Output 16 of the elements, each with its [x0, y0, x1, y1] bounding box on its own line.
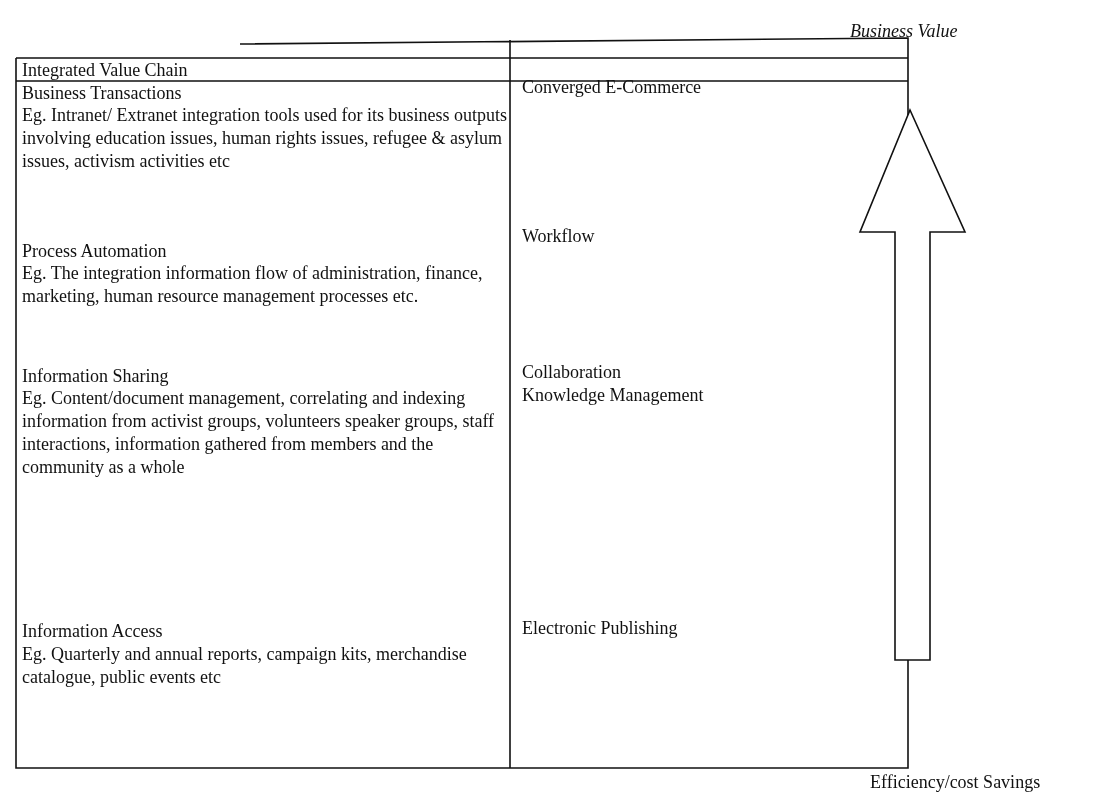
category-name: Workflow [522, 225, 596, 248]
category-heading: Information Sharing [22, 365, 170, 388]
axis-title: Efficiency/cost Savings [870, 771, 1042, 794]
category-heading: Information Access [22, 620, 164, 643]
category-name: Knowledge Management [522, 384, 705, 407]
category-name: Converged E-Commerce [522, 76, 703, 99]
axis-title: Business Value [850, 20, 959, 43]
category-name: Electronic Publishing [522, 617, 679, 640]
category-name: Collaboration [522, 361, 622, 384]
example-text: Eg. Quarterly and annual reports, campaign kits, merchandise catalogue, public events etc [22, 643, 468, 689]
category-heading: Process Automation [22, 240, 168, 263]
example-text: Eg. Intranet/ Extranet integration tools used for its business outputs involving education issues, human rights issues, refugee & asylum issues, activism activities etc [22, 104, 507, 173]
category-heading: Business Transactions [22, 82, 183, 105]
column-header: Integrated Value Chain [22, 59, 189, 82]
example-text: Eg. Content/document management, correlating and indexing information from activist groups, volunteers speaker groups, staff interactions, information gathered from members and the community as a whole [22, 387, 496, 479]
example-text: Eg. The integration information flow of administration, finance, marketing, human resource management processes etc. [22, 262, 484, 308]
